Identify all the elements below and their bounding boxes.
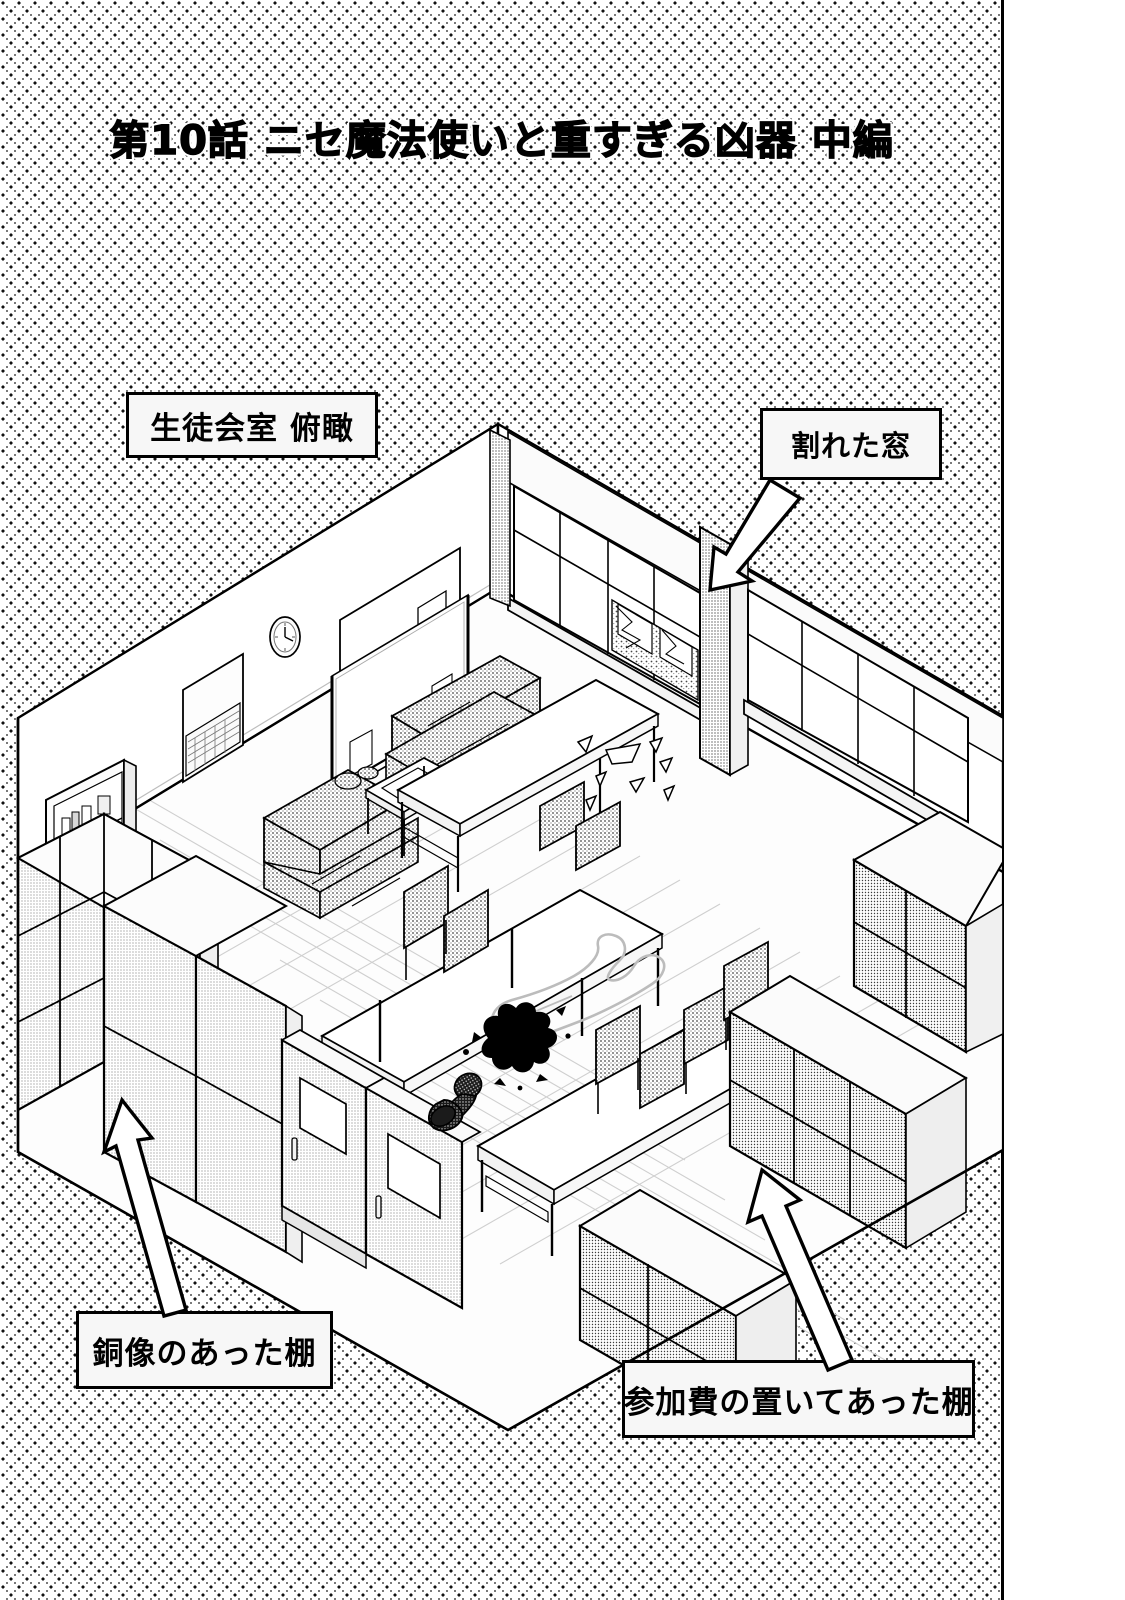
glass-shards xyxy=(576,734,676,812)
caption-room: 生徒会室 俯瞰 xyxy=(126,392,378,458)
wall-back-right xyxy=(489,421,1003,874)
glass-cabinet-right-2 xyxy=(728,974,968,1250)
air-vent xyxy=(182,652,244,784)
pillar-2 xyxy=(489,428,511,608)
page-title: 第10話 ニセ魔法使いと重すぎる凶器 中編 xyxy=(109,117,894,164)
isometric-room-illustration xyxy=(15,421,1003,1432)
bronze-statue xyxy=(428,1072,483,1132)
caption-broken-window: 割れた窓 xyxy=(760,408,942,480)
caption-fee-shelf: 参加費の置いてあった棚 xyxy=(622,1360,975,1438)
caption-fee-shelf-text: 参加費の置いてあった棚 xyxy=(623,1384,974,1421)
caption-statue-shelf-text: 銅像のあった棚 xyxy=(92,1335,317,1372)
blood-pool xyxy=(463,1002,571,1091)
pillar xyxy=(699,525,749,777)
double-door xyxy=(280,1029,482,1310)
window-right-section xyxy=(743,588,973,848)
caption-room-text: 生徒会室 俯瞰 xyxy=(150,410,354,447)
glass-cabinet-right xyxy=(851,810,1003,1054)
wall-clock xyxy=(269,616,301,658)
caption-statue-shelf: 銅像のあった棚 xyxy=(76,1311,333,1389)
caption-broken-window-text: 割れた窓 xyxy=(790,429,911,463)
